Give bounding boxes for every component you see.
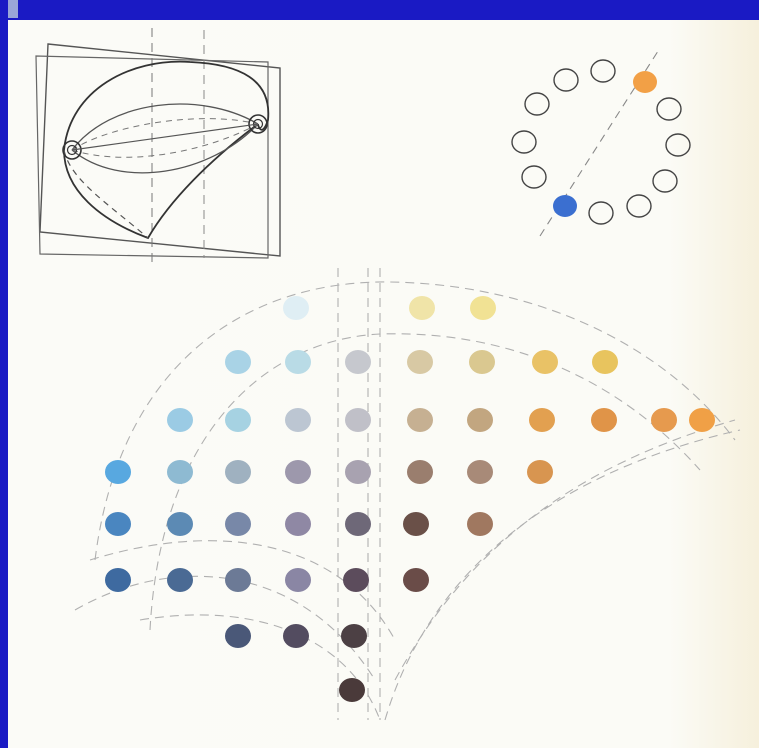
color-fan — [105, 296, 715, 702]
hue-dot-orange — [633, 71, 657, 93]
color-swatch-dot — [167, 408, 193, 432]
sketch-cone — [64, 124, 258, 238]
color-swatch-dot — [341, 624, 367, 648]
color-swatch-dot — [345, 512, 371, 536]
color-swatch-dot — [285, 408, 311, 432]
color-swatch-dot — [409, 296, 435, 320]
hue-circle — [512, 48, 690, 236]
color-swatch-dot — [467, 460, 493, 484]
color-swatch-dot — [105, 460, 131, 484]
wireframe-sketch — [36, 28, 280, 262]
color-swatch-dot — [167, 460, 193, 484]
color-swatch-dot — [651, 408, 677, 432]
color-swatch-dot — [225, 460, 251, 484]
color-swatch-dot — [403, 568, 429, 592]
color-swatch-dot — [591, 408, 617, 432]
color-swatch-dot — [105, 568, 131, 592]
color-swatch-dot — [467, 408, 493, 432]
color-swatch-dot — [225, 408, 251, 432]
color-swatch-dot — [285, 350, 311, 374]
color-swatch-dot — [167, 568, 193, 592]
color-swatch-dot — [403, 512, 429, 536]
color-swatch-dot — [225, 568, 251, 592]
color-swatch-dot — [407, 460, 433, 484]
hue-dot-blue — [553, 195, 577, 217]
color-swatch-dot — [285, 512, 311, 536]
color-swatch-dot — [345, 350, 371, 374]
color-swatch-dot — [339, 678, 365, 702]
color-swatch-dot — [225, 512, 251, 536]
color-swatch-dot — [527, 460, 553, 484]
color-swatch-dot — [469, 350, 495, 374]
color-swatch-dot — [225, 350, 251, 374]
color-swatch-dot — [283, 296, 309, 320]
color-swatch-dot — [285, 568, 311, 592]
color-swatch-dot — [105, 512, 131, 536]
color-swatch-dot — [167, 512, 193, 536]
color-swatch-dot — [467, 512, 493, 536]
color-swatch-dot — [689, 408, 715, 432]
color-swatch-dot — [592, 350, 618, 374]
color-swatch-dot — [529, 408, 555, 432]
color-swatch-dot — [345, 408, 371, 432]
color-swatch-dot — [345, 460, 371, 484]
color-swatch-dot — [343, 568, 369, 592]
color-swatch-dot — [225, 624, 251, 648]
color-swatch-dot — [407, 350, 433, 374]
color-fan-guides — [75, 268, 740, 720]
color-swatch-dot — [285, 460, 311, 484]
color-swatch-dot — [532, 350, 558, 374]
color-swatch-dot — [407, 408, 433, 432]
color-swatch-dot — [470, 296, 496, 320]
color-swatch-dot — [283, 624, 309, 648]
